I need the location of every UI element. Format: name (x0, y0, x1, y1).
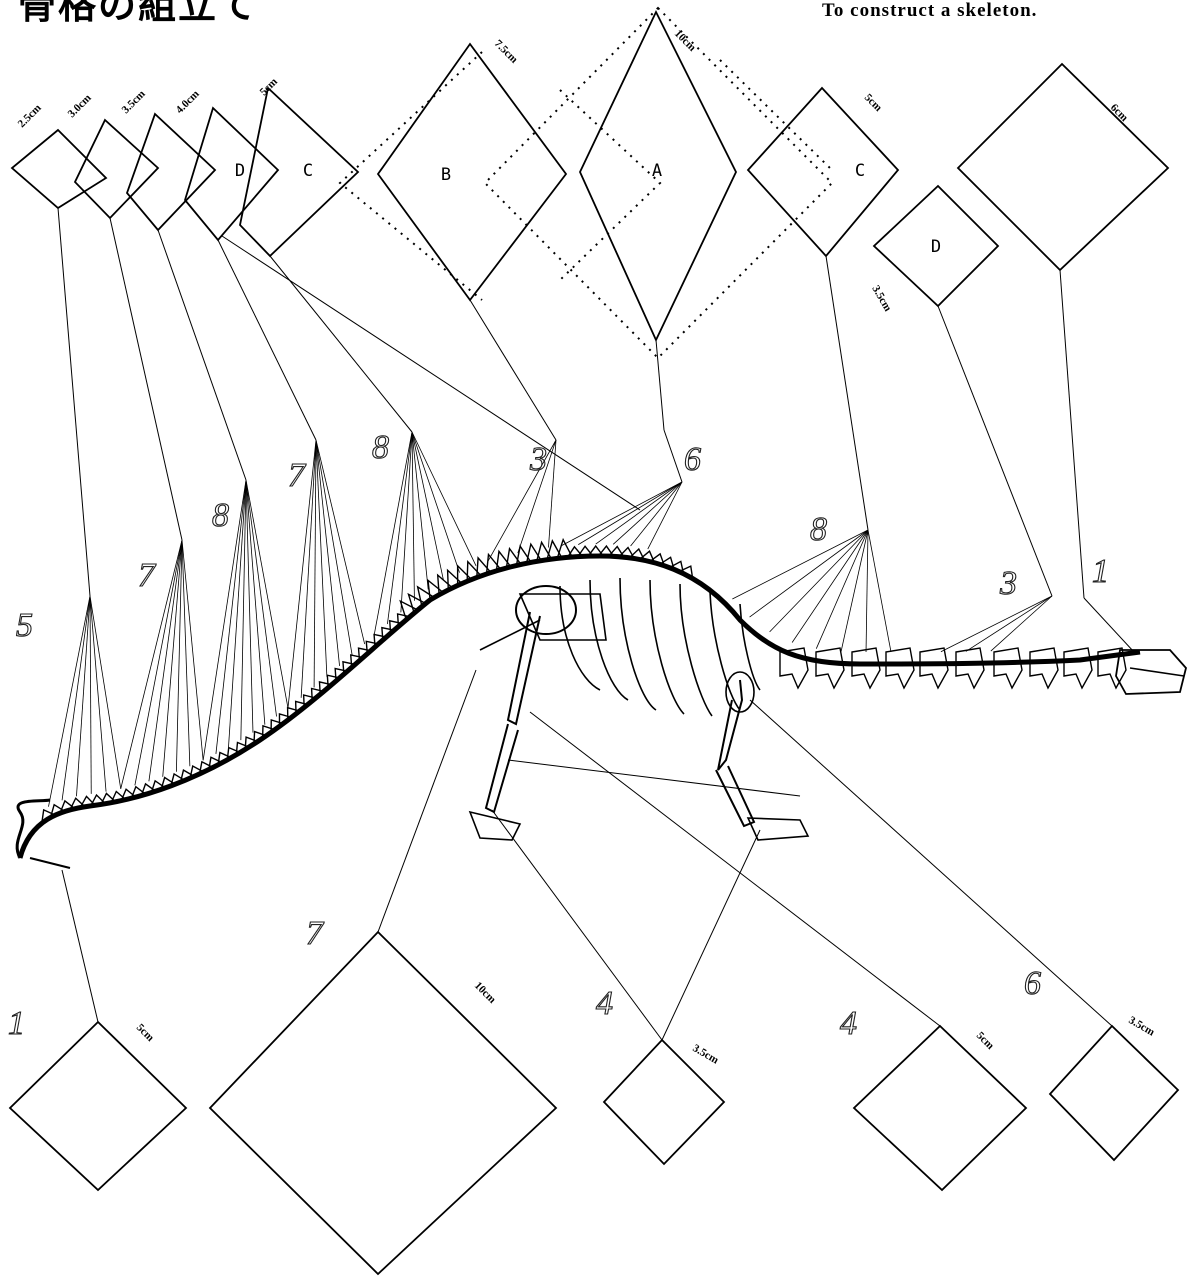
count-label: 4 (596, 985, 613, 1022)
count-label: 1 (1092, 553, 1109, 590)
count-label: 6 (1024, 965, 1041, 1002)
box-letter: D (235, 161, 245, 181)
dotted-fold-outline (340, 8, 832, 358)
box-t1 (12, 130, 106, 208)
count-label: 8 (810, 511, 827, 548)
fan-line (548, 440, 556, 548)
fan-line (246, 480, 253, 733)
vertebra (956, 648, 984, 688)
fan-line (90, 596, 121, 789)
page-title: 骨格の組立て (18, 0, 258, 24)
box-size-label: 3.5cm (1127, 1014, 1157, 1038)
vertebra (852, 648, 880, 688)
leader-lines (58, 208, 1134, 1040)
box-size-label: 3.0cm (66, 92, 94, 120)
count-label: 8 (372, 429, 389, 466)
fan-line (182, 540, 203, 760)
box-t5 (240, 88, 358, 256)
fan-line (991, 596, 1052, 651)
count-label: 3 (529, 441, 547, 478)
box-t4 (185, 108, 278, 240)
fan-line (792, 530, 868, 643)
box-b2 (210, 932, 556, 1274)
count-label: 7 (138, 557, 157, 594)
box-size-label: 4.0cm (174, 88, 202, 116)
box-size-label: 5cm (974, 1030, 996, 1052)
fan-line (316, 440, 327, 677)
fan-lines (48, 432, 1052, 807)
box-t3 (127, 114, 215, 230)
fan-line (841, 530, 868, 651)
fan-line (966, 596, 1052, 651)
box-size-label: 5cm (258, 76, 280, 98)
fan-line (596, 482, 682, 544)
vertebra (994, 648, 1022, 688)
box-size-label: 2.5cm (16, 102, 44, 130)
fan-line (941, 596, 1052, 652)
box-t2 (75, 120, 158, 218)
fan-line (631, 482, 682, 546)
count-label: 3 (999, 565, 1017, 602)
box-size-label: 5cm (134, 1022, 156, 1044)
box-size-label: 10cm (472, 980, 498, 1006)
box-size-label: 3.5cm (691, 1042, 721, 1066)
fan-line (412, 432, 414, 601)
box-t6 (378, 44, 566, 300)
fan-line (246, 480, 288, 708)
box-letter: A (652, 161, 662, 181)
count-label: 7 (306, 915, 325, 952)
fan-line (401, 432, 412, 612)
vertebra (886, 648, 914, 688)
fan-line (90, 596, 91, 794)
box-size-label: 5cm (862, 92, 884, 114)
fan-line (182, 540, 190, 766)
box-t10 (958, 64, 1168, 270)
fan-line (316, 440, 340, 666)
vertebra (1030, 648, 1058, 688)
box-b5 (1050, 1026, 1178, 1160)
fan-line (868, 530, 891, 652)
fan-line (314, 440, 316, 687)
count-label: 4 (840, 1005, 857, 1042)
fan-line (316, 440, 352, 655)
vertebra (1064, 648, 1092, 688)
page-subtitle: To construct a skeleton. (822, 0, 1037, 22)
box-b4 (854, 1026, 1026, 1190)
box-size-label: 3.5cm (120, 88, 148, 116)
fan-line (866, 530, 868, 652)
count-label: 1 (8, 1005, 25, 1042)
fan-line (750, 530, 868, 617)
neck-vertebrae (780, 648, 1126, 688)
box-size-label: 3.5cm (869, 284, 893, 314)
fan-line (316, 440, 365, 644)
fan-line (62, 596, 90, 800)
fan-line (76, 596, 90, 796)
box-size-label: 7.5cm (492, 38, 520, 66)
fan-line (90, 596, 106, 792)
count-label: 7 (288, 457, 307, 494)
count-label: 5 (16, 607, 33, 644)
fan-line (412, 432, 476, 566)
vertebra (920, 648, 948, 688)
box-b1 (10, 1022, 186, 1190)
fan-line (412, 432, 444, 580)
count-label: 6 (684, 441, 701, 478)
box-letter: B (441, 165, 451, 185)
box-size-label: 6cm (1108, 102, 1130, 124)
box-letter: C (303, 161, 313, 181)
count-label: 8 (212, 497, 229, 534)
fan-line (48, 596, 90, 807)
vertebra (816, 648, 844, 688)
box-letter: C (855, 161, 865, 181)
box-letter: D (931, 237, 941, 257)
fan-line (732, 530, 868, 599)
